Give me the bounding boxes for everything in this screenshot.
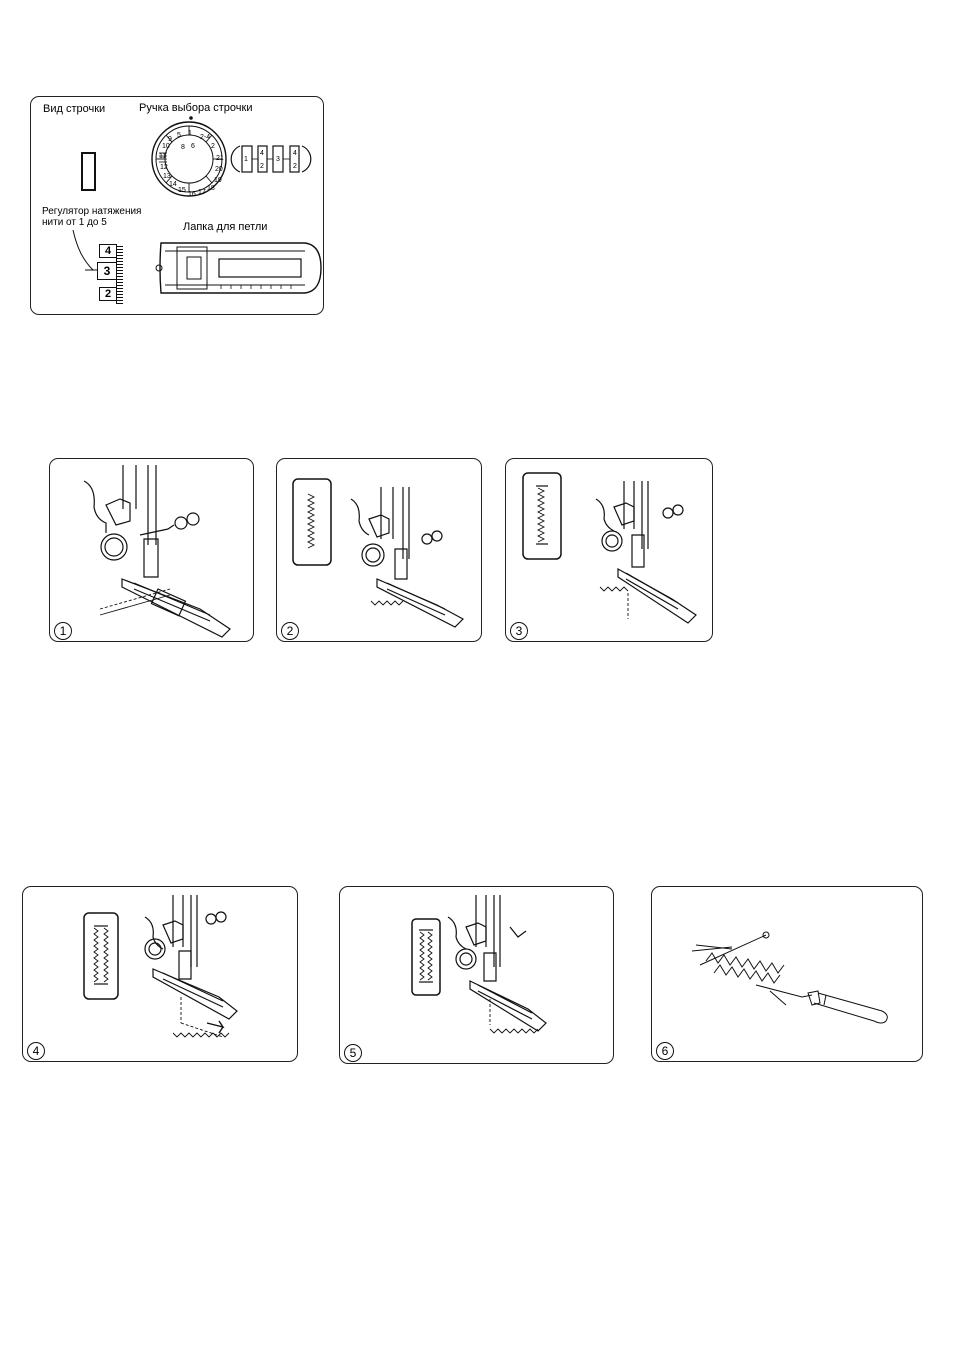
step-6-panel: 6 — [651, 886, 923, 1062]
dial-number: 5 — [177, 130, 181, 142]
presser-foot-illustration — [506, 459, 714, 643]
dial-number: 9 — [168, 134, 172, 146]
dial-number: 12 — [160, 162, 168, 174]
strip-step-number: 3 — [276, 154, 280, 166]
dial-number: 2-4 — [200, 132, 210, 144]
step-5-panel: 5 — [339, 886, 614, 1064]
seam-ripper-cutting-illustration — [652, 887, 924, 1063]
presser-foot-illustration — [23, 887, 299, 1063]
tension-value-2: 2 — [99, 287, 117, 301]
presser-foot-illustration — [277, 459, 483, 643]
tension-value-3: 3 — [97, 262, 117, 280]
tension-value-4: 4 — [99, 244, 117, 258]
strip-step-number: 4 — [260, 148, 264, 160]
buttonhole-stitch-symbol — [81, 152, 96, 191]
step-3-panel: 3 — [505, 458, 713, 642]
tension-label-line2: нити от 1 до 5 — [42, 217, 107, 229]
selector-knob-label: Ручка выбора строчки — [139, 102, 252, 114]
strip-step-number: 1 — [244, 154, 248, 166]
dial-number: 18 — [207, 183, 215, 195]
step-number: 6 — [656, 1042, 674, 1060]
step-number: 2 — [281, 622, 299, 640]
step-1-panel: 1 — [49, 458, 254, 642]
stitch-settings-panel: Вид строчки Ручка выбора строчки 5 1 2-4… — [30, 96, 324, 315]
dial-number: 2 — [211, 141, 215, 153]
strip-step-number: 2 — [260, 161, 264, 173]
step-number: 4 — [27, 1042, 45, 1060]
dial-number: 6 — [191, 141, 195, 153]
buttonhole-steps-strip-icon — [228, 144, 314, 174]
presser-foot-illustration — [50, 459, 255, 643]
strip-step-number: 2 — [293, 161, 297, 173]
tension-dial: 4 3 2 — [97, 244, 123, 304]
dial-number: 19 — [214, 175, 222, 187]
dial-number: 1 — [188, 128, 192, 140]
dial-number: 16 — [188, 189, 196, 201]
dial-number: 8 — [181, 142, 185, 154]
step-4-panel: 4 — [22, 886, 298, 1062]
step-2-panel: 2 — [276, 458, 482, 642]
presser-foot-illustration — [340, 887, 615, 1065]
buttonhole-foot-icon — [155, 237, 323, 299]
dial-number: 15 — [178, 185, 186, 197]
strip-step-number: 4 — [293, 148, 297, 160]
step-number: 1 — [54, 622, 72, 640]
buttonhole-foot-label: Лапка для петли — [183, 221, 267, 233]
step-number: 5 — [344, 1044, 362, 1062]
stitch-type-label: Вид строчки — [43, 103, 105, 115]
step-number: 3 — [510, 622, 528, 640]
dial-number: 17 — [198, 187, 206, 199]
